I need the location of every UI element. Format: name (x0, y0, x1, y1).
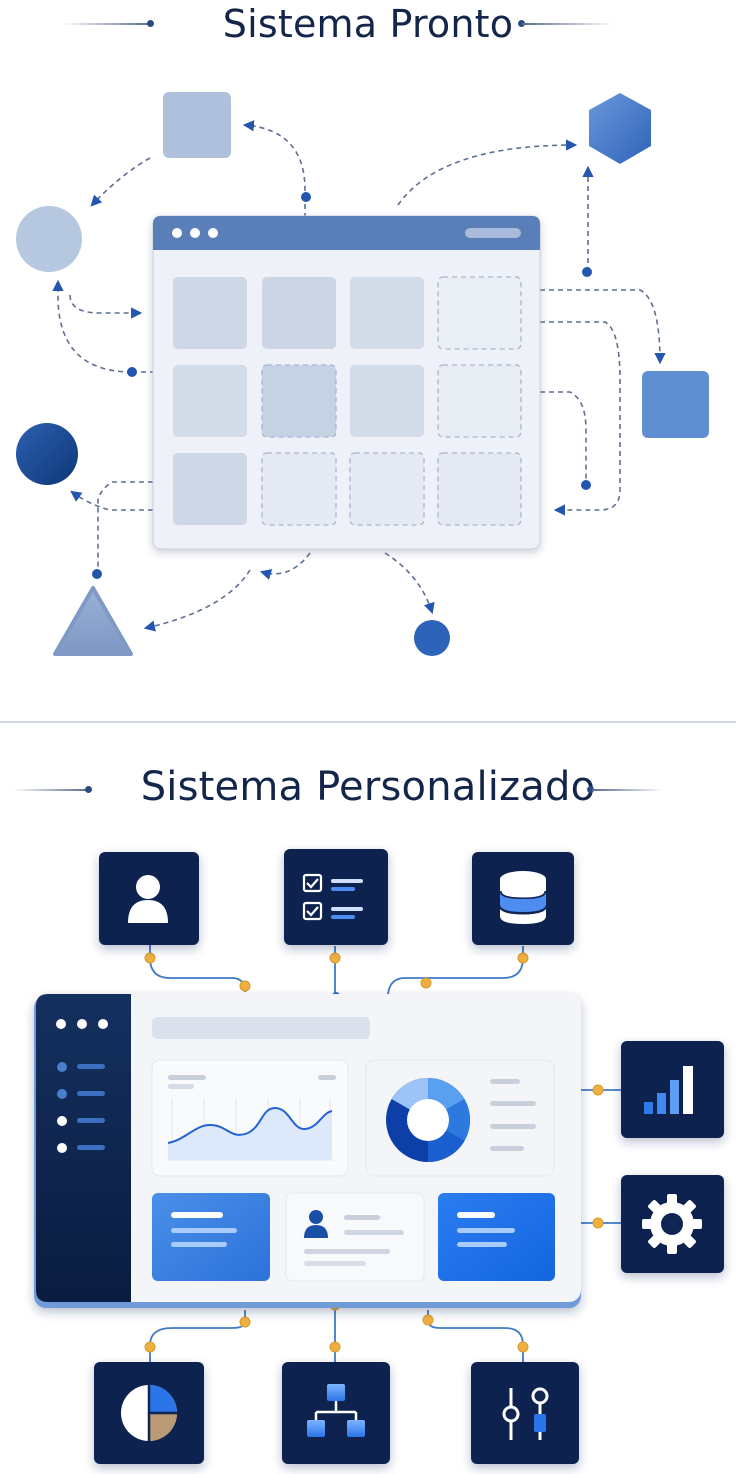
ready-system-diagram (16, 92, 709, 656)
sliders-module (471, 1362, 579, 1464)
title-line-left (62, 23, 150, 25)
circle-shape (16, 206, 82, 272)
title-line-right (522, 23, 614, 25)
title-dot-right (518, 20, 525, 27)
title-dot-left-2 (85, 786, 92, 793)
title-line-right-2 (592, 789, 664, 791)
title-sistema-personalizado: Sistema Personalizado (140, 764, 596, 810)
circle-shape (414, 620, 450, 656)
title-dot-left (147, 20, 154, 27)
bar-chart-icon (644, 1066, 693, 1114)
square-shape (642, 371, 709, 438)
triangle-shape (53, 586, 133, 656)
hexagon-shape (589, 93, 651, 164)
title-dot-right-2 (587, 786, 594, 793)
connector (242, 120, 306, 218)
hierarchy-icon (307, 1384, 365, 1437)
square-shape (163, 92, 231, 158)
title-line-left-2 (12, 789, 88, 791)
circle-shape (16, 423, 78, 485)
database-icon (498, 871, 548, 924)
gear-icon (642, 1194, 702, 1254)
user-icon (128, 875, 168, 923)
title-sistema-pronto: Sistema Pronto (222, 2, 514, 46)
checklist-module (284, 849, 388, 945)
pie-chart-icon (121, 1385, 177, 1441)
section-divider (0, 721, 736, 723)
sliders-icon (502, 1387, 549, 1440)
checklist-icon (302, 873, 363, 921)
